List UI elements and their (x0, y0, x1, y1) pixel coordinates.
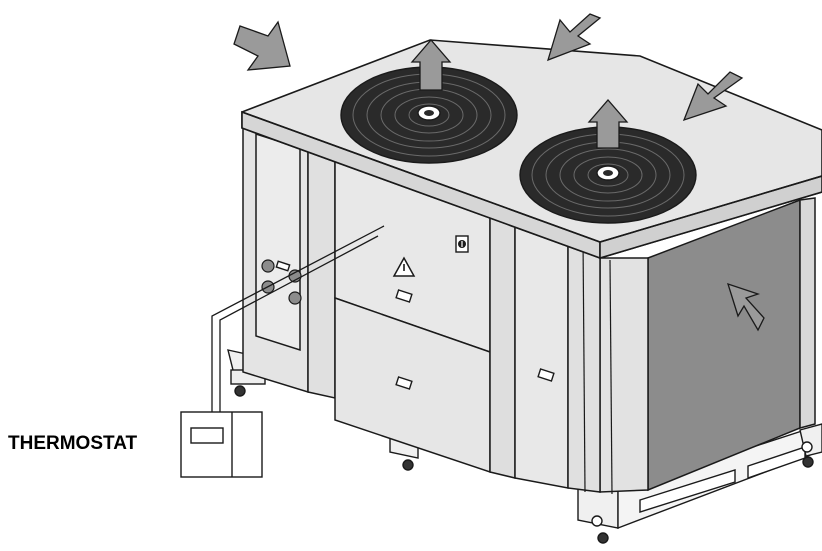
side-coil-panel (599, 197, 816, 495)
air-arrow-icon (233, 13, 765, 332)
fan-icon (340, 66, 518, 164)
base-frame (227, 349, 822, 544)
thermostat-device (180, 411, 263, 478)
panel-handles (275, 260, 555, 390)
thermostat-wire (211, 225, 385, 412)
thermostat-label: THERMOSTAT (8, 433, 138, 454)
knob-icon (455, 235, 469, 253)
warning-triangle-icon (392, 256, 416, 277)
